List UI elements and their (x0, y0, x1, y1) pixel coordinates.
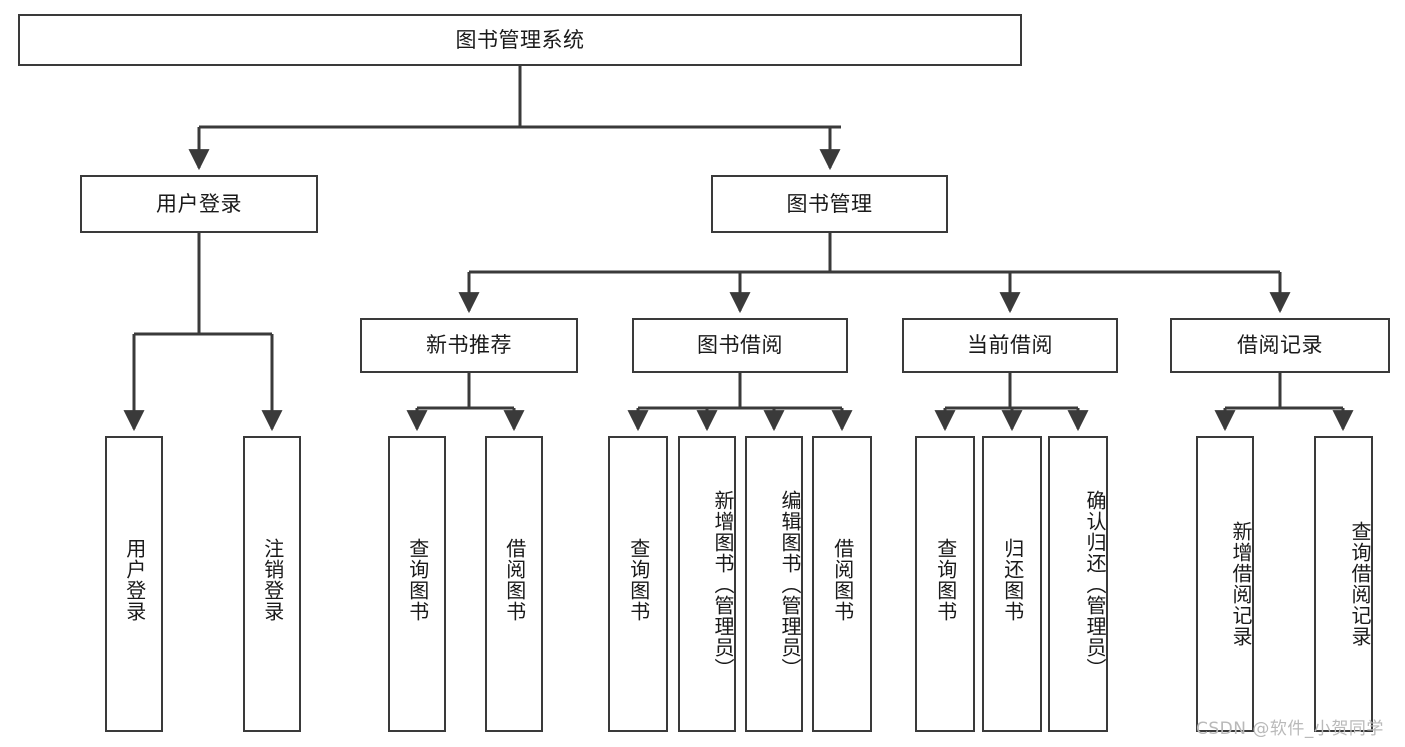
node-borrow-record[interactable]: 借阅记录 (1170, 318, 1390, 373)
node-leaf-borrow-book-2[interactable]: 借阅图书 (812, 436, 872, 732)
node-book-manage[interactable]: 图书管理 (711, 175, 948, 233)
node-leaf-user-login[interactable]: 用户登录 (105, 436, 163, 732)
node-leaf-confirm-return[interactable]: 确认归还（管理员） (1048, 436, 1108, 732)
node-new-book-recommend[interactable]: 新书推荐 (360, 318, 578, 373)
csdn-watermark: CSDN @软件_小贺同学 (1196, 719, 1384, 739)
node-leaf-query-record[interactable]: 查询借阅记录 (1314, 436, 1373, 732)
node-user-login[interactable]: 用户登录 (80, 175, 318, 233)
node-leaf-return-book[interactable]: 归还图书 (982, 436, 1042, 732)
node-leaf-query-book-3[interactable]: 查询图书 (915, 436, 975, 732)
node-book-borrow[interactable]: 图书借阅 (632, 318, 848, 373)
node-leaf-query-book-2[interactable]: 查询图书 (608, 436, 668, 732)
node-leaf-edit-book[interactable]: 编辑图书（管理员） (745, 436, 803, 732)
node-leaf-add-record[interactable]: 新增借阅记录 (1196, 436, 1254, 732)
node-root-图书管理系统[interactable]: 图书管理系统 (18, 14, 1022, 66)
node-leaf-add-book[interactable]: 新增图书（管理员） (678, 436, 736, 732)
node-leaf-query-book-1[interactable]: 查询图书 (388, 436, 446, 732)
node-leaf-borrow-book-1[interactable]: 借阅图书 (485, 436, 543, 732)
node-leaf-logout[interactable]: 注销登录 (243, 436, 301, 732)
node-current-borrow[interactable]: 当前借阅 (902, 318, 1118, 373)
